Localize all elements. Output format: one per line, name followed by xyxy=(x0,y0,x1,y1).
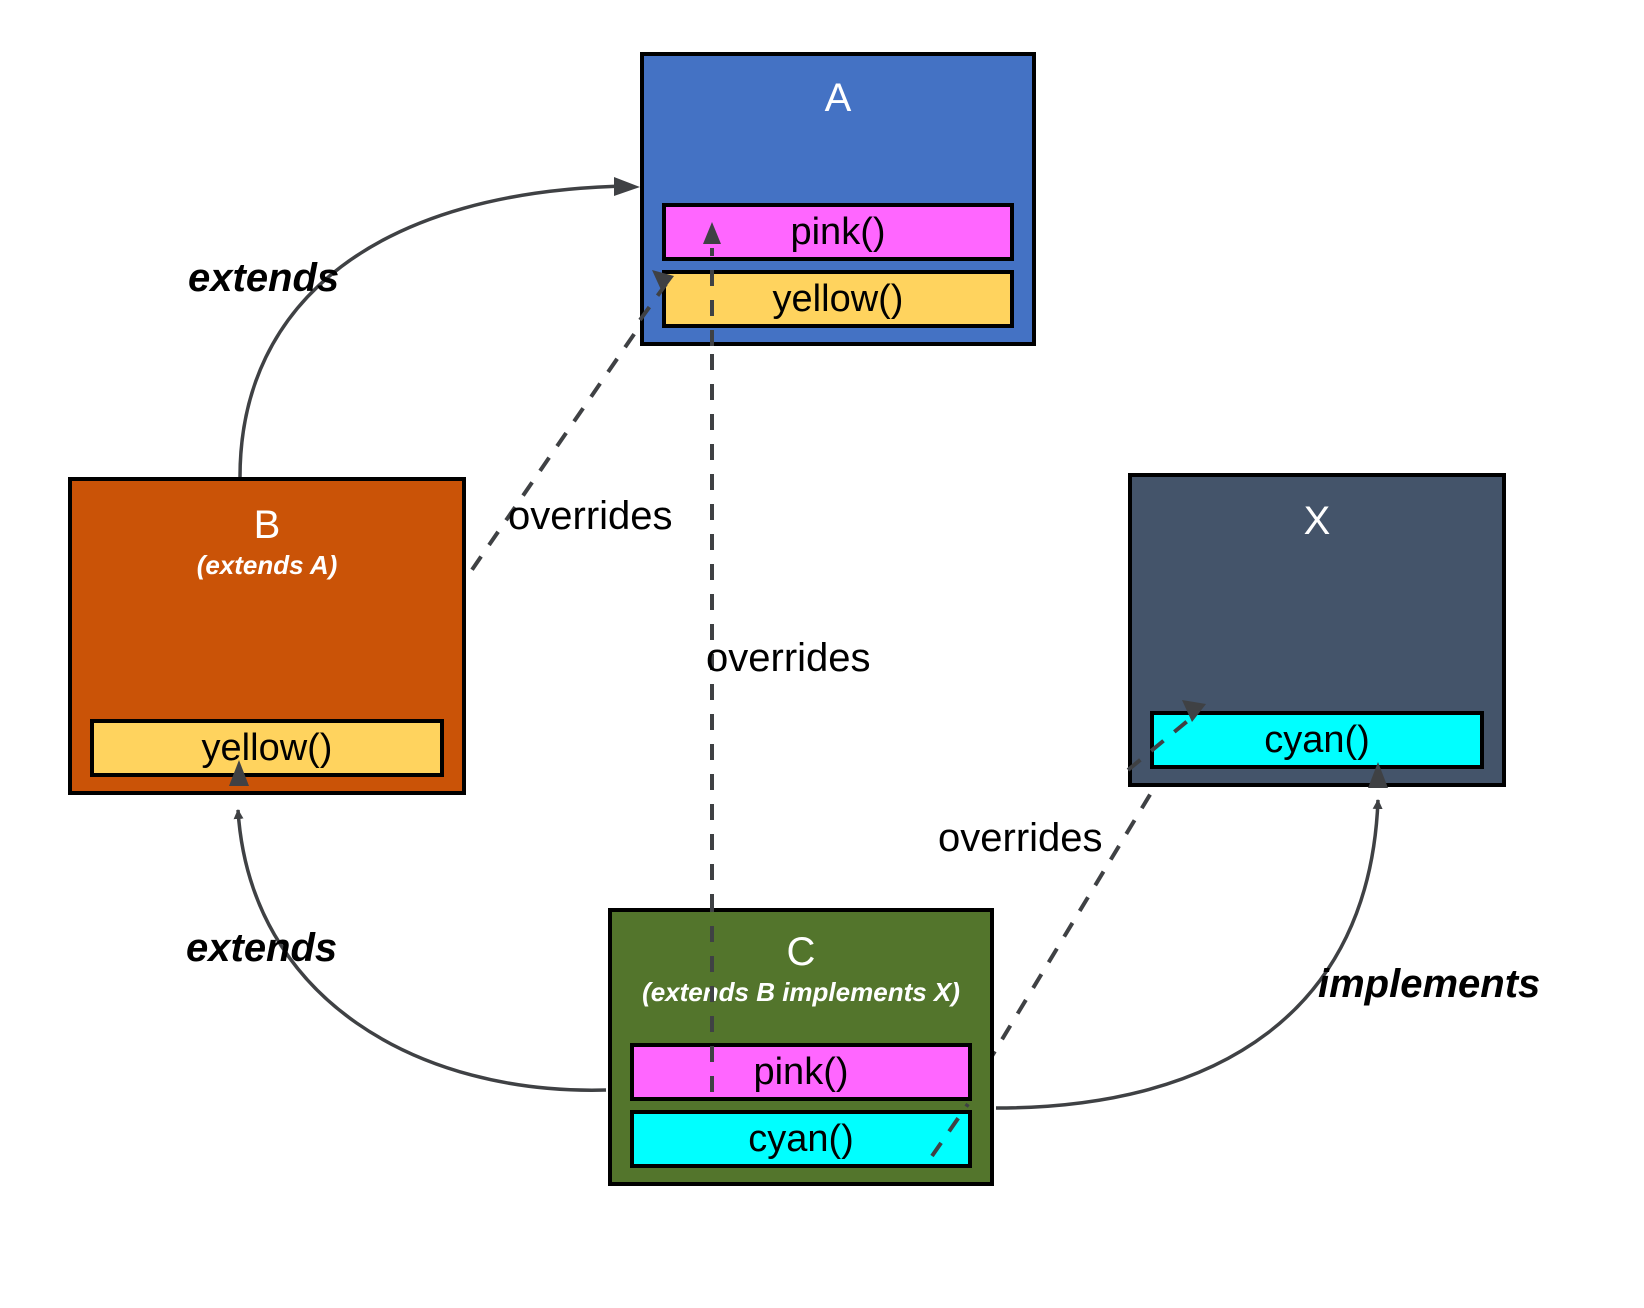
edge-label-extends-bottom: extends xyxy=(186,926,338,970)
edge-label-overrides-mid: overrides xyxy=(706,636,871,680)
edge-label-overrides-left: overrides xyxy=(508,494,673,538)
member-C-cyan[interactable]: cyan() xyxy=(630,1110,972,1168)
member-X-cyan[interactable]: cyan() xyxy=(1150,711,1484,769)
class-title-X: X xyxy=(1303,499,1331,543)
class-box-A[interactable]: A pink() yellow() xyxy=(640,52,1036,346)
edge-label-overrides-right: overrides xyxy=(938,816,1103,860)
edge-label-extends-top: extends xyxy=(188,256,340,300)
class-box-C[interactable]: C (extends B implements X) pink() cyan() xyxy=(608,908,994,1186)
class-members-B: yellow() xyxy=(72,719,462,777)
edge-c-cyan-overrides-x-cyan xyxy=(938,710,1202,1144)
member-A-yellow[interactable]: yellow() xyxy=(662,270,1014,328)
edge-c-implements-x xyxy=(995,799,1383,1110)
member-C-pink[interactable]: pink() xyxy=(630,1043,972,1101)
class-subtitle-B: (extends A) xyxy=(196,550,338,580)
class-members-A: pink() yellow() xyxy=(644,203,1032,328)
class-title-A: A xyxy=(824,76,852,120)
class-subtitle-C: (extends B implements X) xyxy=(642,977,960,1007)
edge-label-implements: implements xyxy=(1318,962,1541,1006)
class-title-B: B xyxy=(253,503,281,547)
member-B-yellow[interactable]: yellow() xyxy=(90,719,444,777)
edge-c-extends-b xyxy=(233,809,607,1092)
class-members-C: pink() cyan() xyxy=(612,1043,990,1168)
class-title-C: C xyxy=(786,930,816,974)
class-members-X: cyan() xyxy=(1132,711,1502,769)
member-A-pink[interactable]: pink() xyxy=(662,203,1014,261)
class-box-X[interactable]: X cyan() xyxy=(1128,473,1506,787)
class-box-B[interactable]: B (extends A) yellow() xyxy=(68,477,466,795)
edge-b-extends-a xyxy=(238,181,631,478)
